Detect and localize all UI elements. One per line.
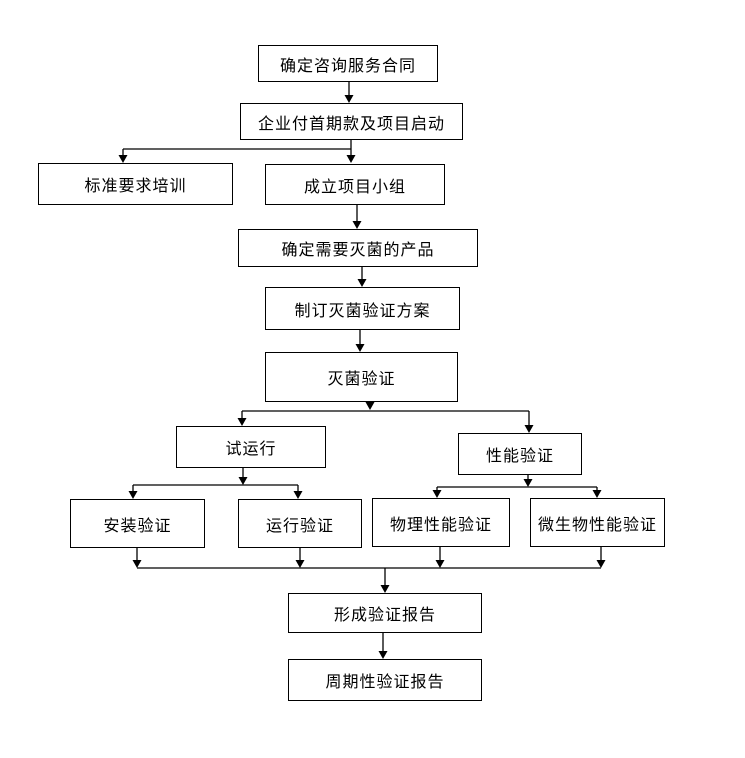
edge-performance-split [432, 475, 602, 498]
edge-team-to-products [352, 205, 362, 229]
edge-contract-to-kickoff [344, 82, 354, 103]
edge-plan-to-validation [355, 330, 365, 352]
node-standards-training: 标准要求培训 [38, 163, 233, 205]
edge-report-to-periodic [378, 633, 388, 659]
node-periodic-validation-report: 周期性验证报告 [288, 659, 482, 701]
node-microbial-performance: 微生物性能验证 [530, 498, 665, 547]
node-form-project-team: 成立项目小组 [265, 164, 445, 205]
node-performance-qualification: 性能验证 [458, 433, 582, 475]
node-installation-qualification: 安装验证 [70, 499, 205, 548]
edge-products-to-plan [357, 267, 367, 287]
node-sterilization-validation: 灭菌验证 [265, 352, 458, 402]
edge-kickoff-split [118, 140, 356, 163]
node-determine-products: 确定需要灭菌的产品 [238, 229, 478, 267]
node-physical-performance: 物理性能验证 [372, 498, 510, 547]
edge-trial-run-split [128, 468, 303, 499]
node-confirm-contract: 确定咨询服务合同 [258, 45, 438, 82]
node-draft-validation-plan: 制订灭菌验证方案 [265, 287, 460, 330]
node-operation-qualification: 运行验证 [238, 499, 362, 548]
edge-merge-to-report [132, 547, 606, 593]
node-validation-report: 形成验证报告 [288, 593, 482, 633]
node-trial-run: 试运行 [176, 426, 326, 468]
node-first-payment-kickoff: 企业付首期款及项目启动 [240, 103, 463, 140]
edge-validation-split [237, 402, 534, 433]
